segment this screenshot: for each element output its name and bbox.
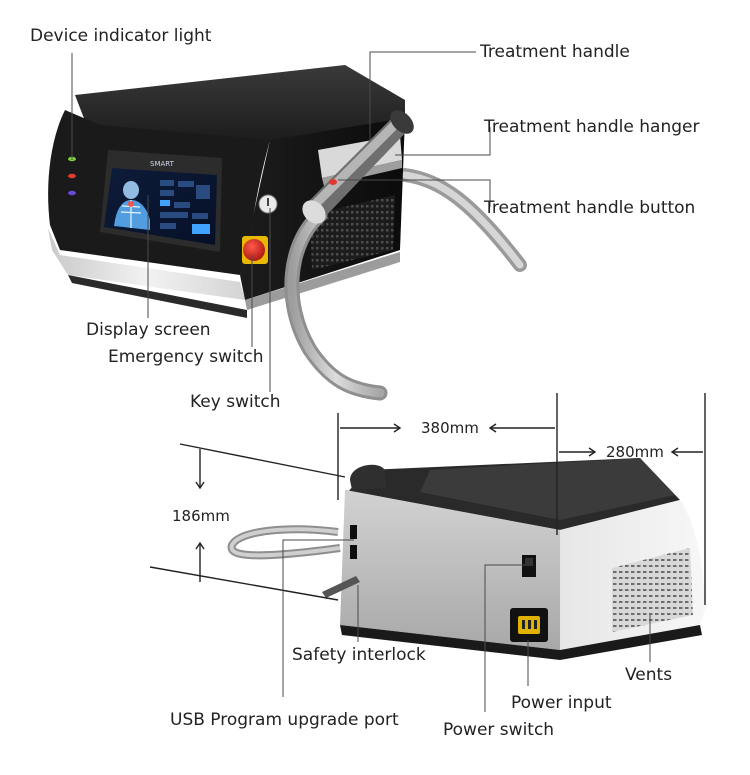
label-power-input: Power input (511, 693, 612, 713)
side-vents (310, 195, 395, 270)
label-indicator-light: Device indicator light (30, 26, 212, 46)
indicator-red (68, 173, 76, 179)
label-safety-interlock: Safety interlock (292, 645, 426, 665)
rear-hanger (350, 464, 386, 490)
screen-brand: SMART (150, 160, 175, 168)
dimension-lines (149, 393, 706, 605)
rear-face (340, 490, 560, 650)
device-rear-view (227, 458, 705, 660)
usb-port[interactable] (350, 525, 357, 539)
label-emergency-switch: Emergency switch (108, 347, 264, 367)
label-key-switch: Key switch (190, 392, 281, 412)
safety-interlock[interactable] (322, 576, 360, 598)
label-usb-port: USB Program upgrade port (170, 710, 399, 730)
indicator-purple (68, 190, 76, 196)
dimension-depth: 280mm (606, 443, 664, 461)
emergency-switch[interactable] (243, 239, 265, 261)
dimension-length: 380mm (421, 419, 479, 437)
dimension-height: 186mm (172, 507, 230, 525)
label-power-switch: Power switch (443, 720, 555, 740)
label-display-screen: Display screen (86, 320, 211, 340)
base-strip (48, 228, 245, 300)
device-front-view: SMART (48, 65, 527, 401)
vents (612, 548, 693, 632)
label-handle-hanger: Treatment handle hanger (484, 117, 700, 137)
label-vents: Vents (625, 665, 673, 685)
handle-button[interactable] (329, 179, 337, 185)
skeleton-head (123, 181, 139, 199)
handle-cable-back (398, 168, 527, 272)
bottom-leader-lines (282, 539, 651, 712)
top-leader-lines (71, 51, 491, 392)
skeleton-body (114, 200, 150, 230)
label-treatment-handle: Treatment handle (480, 42, 630, 62)
usb-port-2[interactable] (350, 545, 357, 559)
label-handle-button: Treatment handle button (484, 198, 696, 218)
